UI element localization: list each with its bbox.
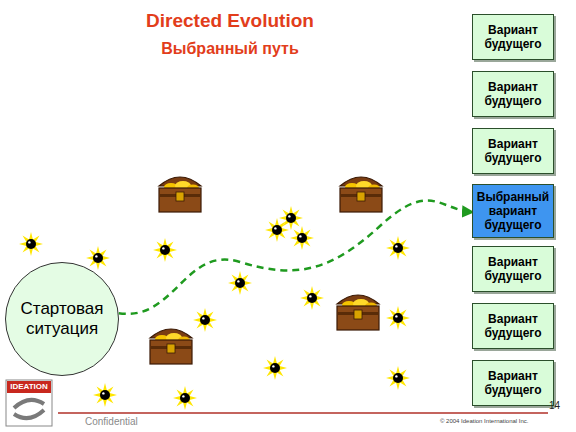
footer-rule (58, 412, 548, 414)
diagram-title: Directed Evolution (130, 10, 330, 32)
bomb (153, 238, 177, 262)
bomb (86, 246, 110, 270)
bomb (386, 236, 410, 260)
bomb (300, 286, 324, 310)
note-label: Выбранный путь (130, 40, 330, 58)
bomb (193, 308, 217, 332)
future-option-box: Вариант будущего (472, 360, 554, 406)
bomb (19, 232, 43, 256)
treasure-chest (150, 329, 192, 364)
node-text: Вариант будущего (477, 137, 549, 165)
logo-swirl (14, 400, 44, 418)
chosen-path-arrow (119, 201, 472, 314)
node-text: Вариант будущего (477, 369, 549, 397)
logo-band (7, 381, 51, 393)
note-label: Confidential (85, 416, 138, 427)
bomb (93, 383, 117, 407)
treasure-chest (159, 177, 201, 212)
note-label: IDEATION (7, 381, 51, 393)
future-option-box: Вариант будущего (472, 246, 554, 292)
note-label: © 2004 Ideation International Inc. (440, 418, 528, 424)
future-option-box: Вариант будущего (472, 71, 554, 117)
treasure-chest (337, 295, 379, 330)
bomb (279, 206, 303, 230)
node-text: Вариант будущего (477, 80, 549, 108)
node-text: Вариант будущего (477, 312, 549, 340)
node-text: Вариант будущего (477, 23, 549, 51)
bomb (290, 226, 314, 250)
future-option-box: Вариант будущего (472, 14, 554, 60)
bomb (263, 356, 287, 380)
chosen-option-box: Выбранный вариант будущего (472, 184, 554, 238)
bomb (173, 386, 197, 410)
start-circle: Стартовая ситуация (5, 262, 119, 376)
bomb (386, 366, 410, 390)
note-label: 14 (549, 400, 560, 411)
bomb (228, 271, 252, 295)
node-text: Выбранный вариант будущего (477, 190, 549, 232)
future-option-box: Вариант будущего (472, 303, 554, 349)
node-text: Стартовая ситуация (6, 299, 118, 339)
future-option-box: Вариант будущего (472, 128, 554, 174)
node-text: Вариант будущего (477, 255, 549, 283)
treasure-chest (340, 177, 382, 212)
bomb (386, 306, 410, 330)
logo-frame (6, 380, 52, 426)
